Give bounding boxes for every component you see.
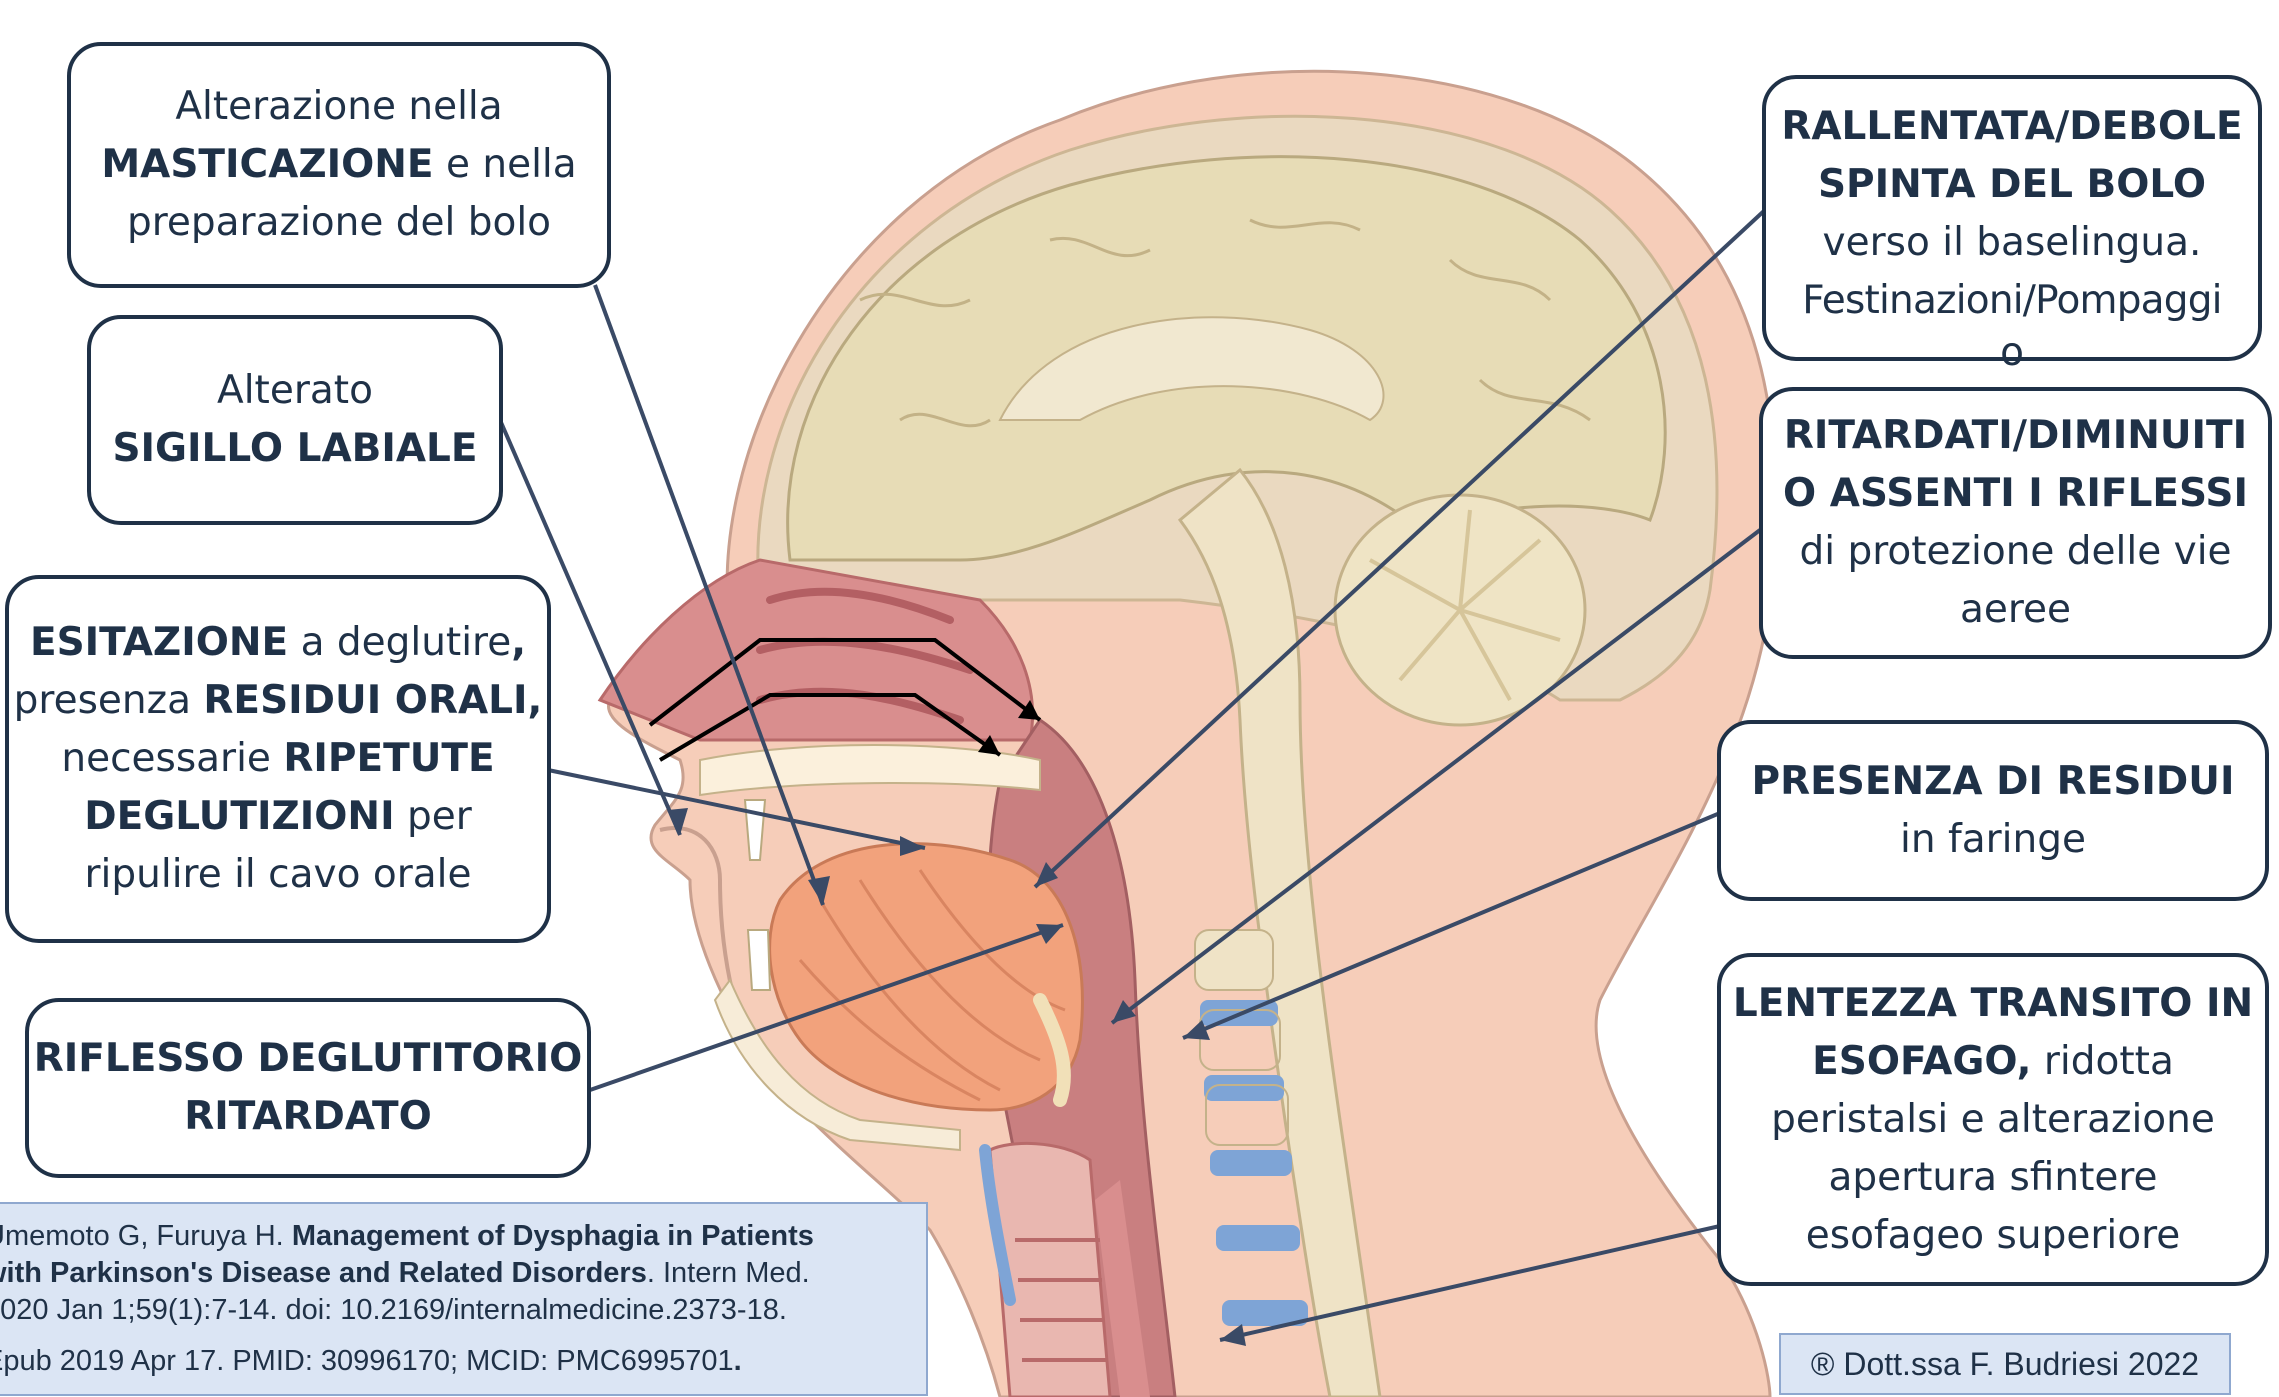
esitazione-bold-1: ESITAZIONE <box>30 620 288 665</box>
copyright-text: ® Dott.ssa F. Budriesi 2022 <box>1811 1346 2199 1382</box>
esitazione-text-3: necessarie <box>61 736 283 781</box>
esitazione-bold-2: , <box>511 620 526 665</box>
esitazione-bold-5: DEGLUTIZIONI <box>84 794 394 839</box>
box-masticazione: Alterazione nella MASTICAZIONE e nella p… <box>67 42 611 288</box>
riflessi-bold-2: O ASSENTI I RIFLESSI <box>1783 471 2248 516</box>
ref-journal: . Intern Med. <box>647 1257 810 1289</box>
esitazione-text-4: per <box>395 794 472 839</box>
residui-bold-1: PRESENZA DI RESIDUI <box>1752 759 2235 804</box>
ref-authors: Umemoto G, Furuya H. <box>0 1220 292 1252</box>
box-riflesso-deglutitorio: RIFLESSO DEGLUTITORIO RITARDATO <box>25 998 591 1178</box>
ref-title-1: Management of Dysphagia in Patients <box>292 1220 814 1252</box>
esitazione-text-1: a deglutire <box>288 620 511 665</box>
riflessi-bold-1: RITARDATI/DIMINUITI <box>1784 413 2247 458</box>
esofago-text-3: apertura sfintere <box>1828 1155 2157 1200</box>
esitazione-text-5: ripulire il cavo orale <box>85 852 472 897</box>
esitazione-bold-4: RIPETUTE <box>283 736 494 781</box>
esofago-bold-1: LENTEZZA TRANSITO IN <box>1733 981 2253 1026</box>
residui-text-1: in faringe <box>1900 817 2086 862</box>
box-esitazione: ESITAZIONE a deglutire, presenza RESIDUI… <box>5 575 551 943</box>
spinta-bold-2: SPINTA DEL BOLO <box>1818 162 2206 207</box>
spinta-text-3: o <box>2000 330 2024 375</box>
box-sigillo-labiale: Alterato SIGILLO LABIALE <box>87 315 503 525</box>
esitazione-text-2: presenza <box>14 678 204 723</box>
riflesso-bold-1: RIFLESSO DEGLUTITORIO <box>34 1036 583 1081</box>
ref-end-dot: . <box>734 1345 742 1377</box>
ref-pmid: Epub 2019 Apr 17. PMID: 30996170; MCID: … <box>0 1345 734 1377</box>
spinta-text-2: Festinazioni/Pompaggi <box>1802 278 2221 323</box>
riflessi-text-2: aeree <box>1960 587 2071 632</box>
spinta-bold-1: RALLENTATA/DEBOLE <box>1781 104 2242 149</box>
copyright-label: ® Dott.ssa F. Budriesi 2022 <box>1779 1333 2231 1395</box>
ref-title-2: with Parkinson's Disease and Related Dis… <box>0 1257 647 1289</box>
riflesso-bold-2: RITARDATO <box>184 1094 432 1139</box>
ref-doi: 2020 Jan 1;59(1):7-14. doi: 10.2169/inte… <box>0 1294 787 1326</box>
masticazione-text-2: e nella <box>434 142 577 187</box>
sigillo-bold: SIGILLO LABIALE <box>112 426 477 471</box>
riflessi-text-1: di protezione delle vie <box>1799 529 2231 574</box>
lower-teeth <box>748 930 770 990</box>
esofago-text-4: esofageo superiore <box>1806 1213 2181 1258</box>
box-spinta-bolo: RALLENTATA/DEBOLE SPINTA DEL BOLO verso … <box>1762 75 2262 361</box>
esofago-text-1: ridotta <box>2031 1039 2173 1084</box>
sigillo-text-1: Alterato <box>217 368 373 413</box>
spinta-text-1: verso il baselingua. <box>1823 220 2202 265</box>
masticazione-text-1: Alterazione nella <box>175 84 502 129</box>
esitazione-bold-3: RESIDUI ORALI, <box>203 678 542 723</box>
esofago-text-2: peristalsi e alterazione <box>1771 1097 2215 1142</box>
masticazione-bold: MASTICAZIONE <box>101 142 433 187</box>
box-transito-esofago: LENTEZZA TRANSITO IN ESOFAGO, ridotta pe… <box>1717 953 2269 1286</box>
box-riflessi-protezione: RITARDATI/DIMINUITI O ASSENTI I RIFLESSI… <box>1759 387 2272 659</box>
masticazione-text-3: preparazione del bolo <box>127 200 551 245</box>
esofago-bold-2: ESOFAGO, <box>1812 1039 2031 1084</box>
reference-citation: Umemoto G, Furuya H. Management of Dysph… <box>0 1202 928 1396</box>
box-residui-faringe: PRESENZA DI RESIDUI in faringe <box>1717 720 2269 901</box>
